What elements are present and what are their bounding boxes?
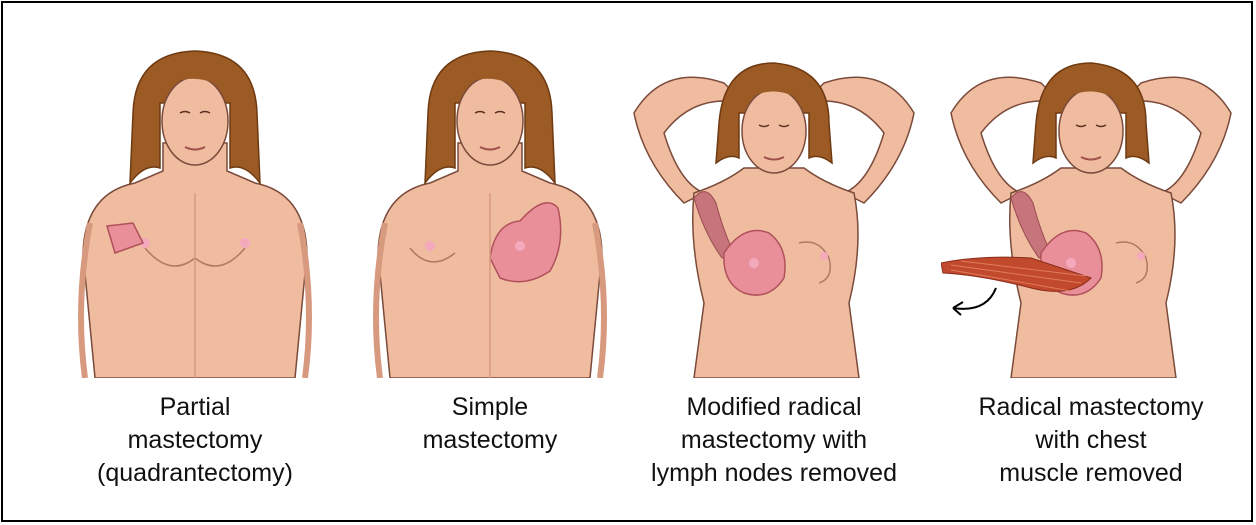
caption-line: mastectomy with <box>614 424 934 457</box>
caption-line: with chest <box>931 424 1251 457</box>
panel-modified-radical-mastectomy: Modified radical mastectomy with lymph n… <box>624 43 924 513</box>
face <box>162 77 228 165</box>
caption-line: Partial <box>35 391 355 424</box>
caption-line: Modified radical <box>614 391 934 424</box>
caption-line: lymph nodes removed <box>614 457 934 490</box>
face <box>457 77 523 165</box>
panel-simple-mastectomy: Simple mastectomy <box>340 43 640 513</box>
caption-simple: Simple mastectomy <box>330 391 650 457</box>
caption-line: mastectomy <box>35 424 355 457</box>
pull-arrow-icon <box>953 288 996 309</box>
caption-line: mastectomy <box>330 424 650 457</box>
caption-line: Radical mastectomy <box>931 391 1251 424</box>
panel-partial-mastectomy: Partial mastectomy (quadrantectomy) <box>45 43 345 513</box>
torso-illustration-partial <box>45 43 345 378</box>
caption-line: Simple <box>330 391 650 424</box>
caption-partial: Partial mastectomy (quadrantectomy) <box>35 391 355 490</box>
torso-illustration-modified <box>624 43 924 378</box>
torso-illustration-simple <box>340 43 640 378</box>
caption-line: (quadrantectomy) <box>35 457 355 490</box>
caption-radical: Radical mastectomy with chest muscle rem… <box>931 391 1251 490</box>
panel-radical-mastectomy: Radical mastectomy with chest muscle rem… <box>941 43 1241 513</box>
torso-illustration-radical <box>941 43 1241 378</box>
caption-modified: Modified radical mastectomy with lymph n… <box>614 391 934 490</box>
caption-line: muscle removed <box>931 457 1251 490</box>
